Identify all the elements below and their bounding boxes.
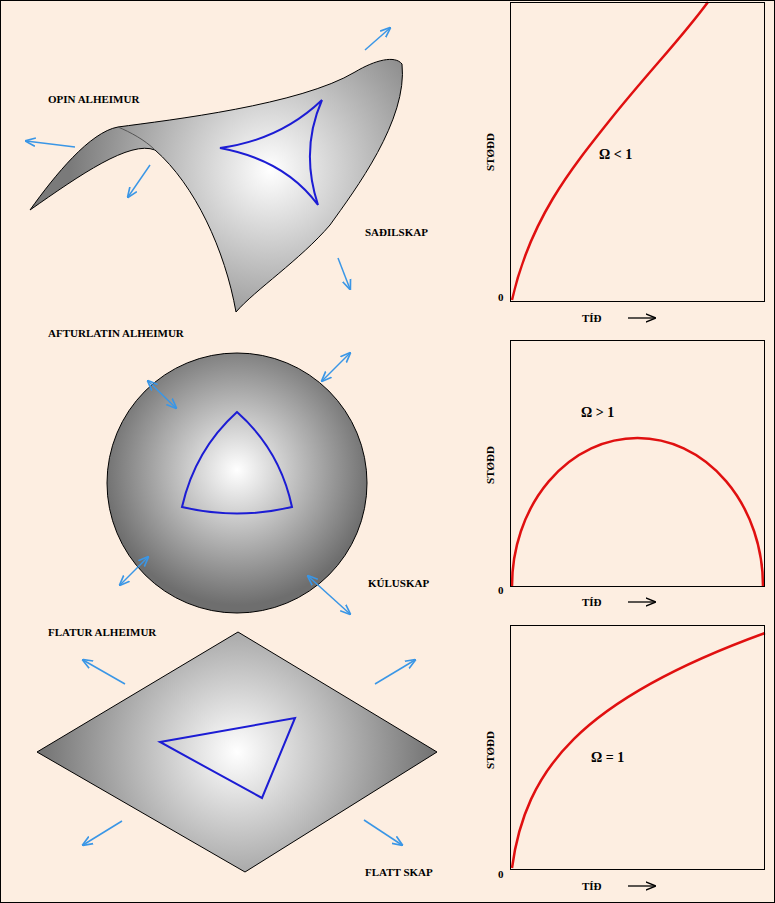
density-label: Ω = 1 <box>591 750 624 766</box>
hyperbolic-triangle <box>220 100 322 205</box>
double-arrow <box>322 353 350 381</box>
double-arrow <box>120 557 148 585</box>
time-arrow <box>628 885 655 886</box>
expansion-arrow <box>365 28 390 50</box>
saddle-fold <box>118 127 155 150</box>
time-arrow <box>628 317 655 318</box>
expansion-arrow <box>128 165 150 197</box>
open-curve <box>512 2 708 300</box>
expansion-arrow <box>26 141 75 147</box>
axis-label: STØÐD <box>484 446 496 484</box>
geometry-label: SAÐILSKAP <box>365 226 428 238</box>
flat-triangle <box>160 718 295 798</box>
axis-label: TÍÐ <box>582 312 602 324</box>
expansion-arrow <box>375 660 415 684</box>
double-arrow <box>308 576 350 614</box>
saddle-surface <box>30 59 402 312</box>
expansion-arrow <box>83 821 122 845</box>
universe-label: OPIN ALHEIMUR <box>48 93 139 105</box>
expansion-arrow <box>338 258 350 289</box>
oscillation-arrows <box>120 353 350 614</box>
expansion-arrow <box>364 820 402 845</box>
origin-label: 0 <box>498 291 504 303</box>
axis-label: STØÐD <box>484 133 496 171</box>
axis-label: TÍÐ <box>582 596 602 608</box>
universe-label: FLATUR ALHEIMUR <box>48 626 156 638</box>
geometry-label: FLATT SKAP <box>365 866 433 878</box>
axis-label: STØÐD <box>484 731 496 769</box>
chart-frame: Ω > 1 <box>510 340 765 587</box>
spherical-triangle <box>182 412 292 514</box>
geometry-label: KÚLUSKAP <box>368 577 429 589</box>
density-label: Ω < 1 <box>599 147 632 163</box>
origin-label: 0 <box>498 868 504 880</box>
time-arrow <box>628 601 655 602</box>
density-label: Ω > 1 <box>581 405 614 421</box>
flat-curve <box>512 633 765 868</box>
origin-label: 0 <box>498 584 504 596</box>
expansion-arrows <box>83 660 415 845</box>
universe-label: AFTURLATIN ALHEIMUR <box>48 327 184 339</box>
flat-surface <box>37 632 437 872</box>
closed-curve <box>512 438 763 586</box>
double-arrow <box>148 381 176 408</box>
expansion-arrow <box>83 660 125 684</box>
expansion-arrows <box>26 28 390 289</box>
chart-frame: Ω < 1 <box>510 2 765 302</box>
sphere-surface <box>107 353 367 613</box>
chart-frame: Ω = 1 <box>510 625 765 870</box>
axis-label: TÍÐ <box>582 880 602 892</box>
